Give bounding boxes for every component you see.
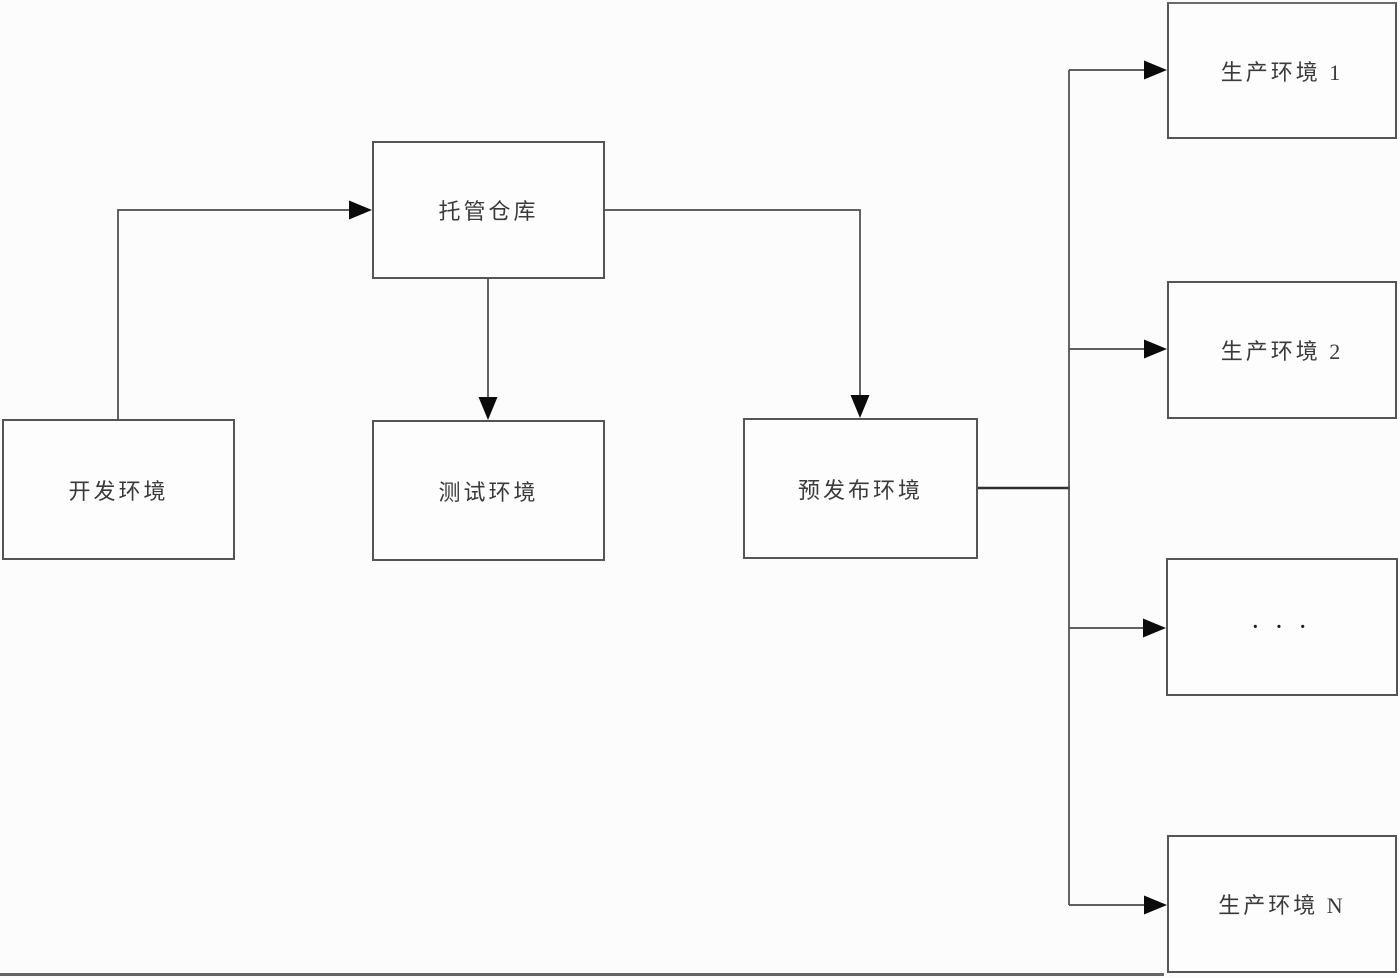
node-production-ellipsis: · · · [1166,558,1398,696]
arrowhead-icon [478,397,498,420]
bottom-edge-line [0,973,1164,976]
arrowhead-icon [1144,339,1167,359]
arrowhead-icon [1144,60,1167,80]
edge-dev-repo [117,209,350,419]
node-production-environment-1: 生产环境 1 [1167,2,1397,139]
node-prodn-label: 生产环境 N [1218,893,1346,918]
node-test-label: 测试环境 [438,479,539,505]
node-staging-environment: 预发布环境 [743,418,978,559]
node-prod2-label: 生产环境 2 [1220,339,1344,364]
arrowhead-icon [349,200,372,220]
node-repo-label: 托管仓库 [438,199,539,224]
node-dev-label: 开发环境 [68,478,169,504]
arrowhead-icon [1143,618,1166,638]
node-more-label: · · · [1251,615,1312,638]
edge-repo-staging [605,209,861,396]
node-test-environment: 测试环境 [372,420,605,561]
node-production-environment-2: 生产环境 2 [1167,281,1397,419]
node-dev-environment: 开发环境 [2,419,235,560]
arrowhead-icon [850,395,870,418]
node-staging-label: 预发布环境 [797,477,923,503]
node-production-environment-n: 生产环境 N [1167,835,1397,973]
node-hosted-repository: 托管仓库 [372,141,605,279]
node-prod1-label: 生产环境 1 [1220,59,1344,85]
arrowhead-icon [1144,895,1167,915]
